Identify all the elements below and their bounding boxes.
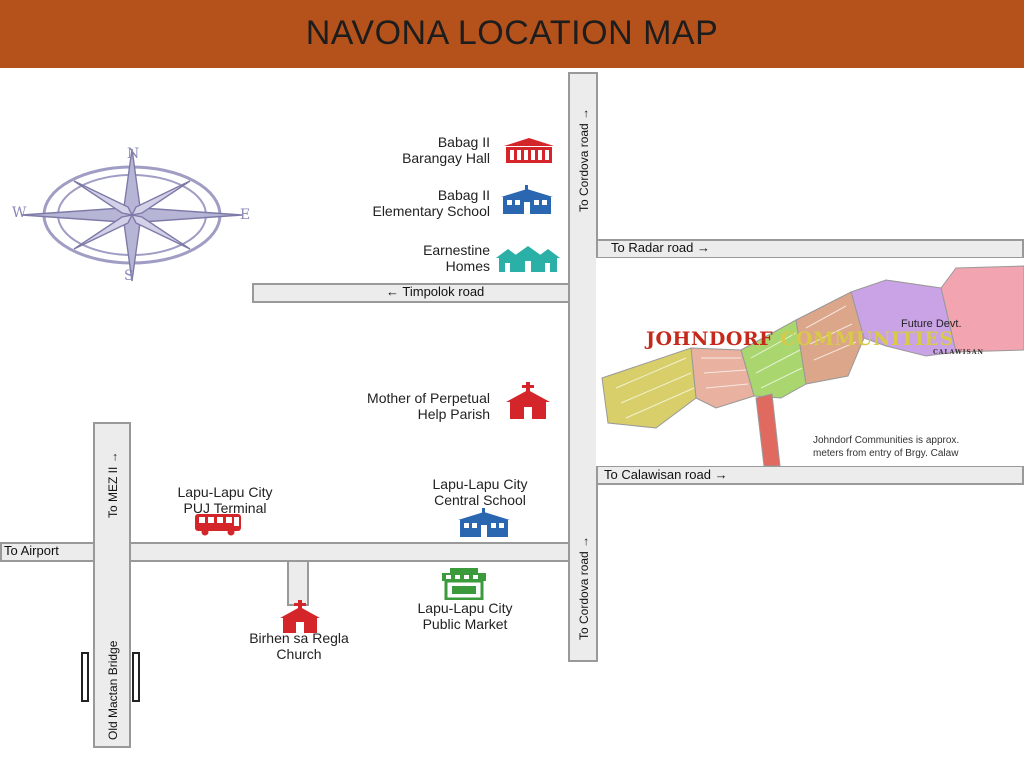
brand-part1: JOHNDORF: [646, 328, 781, 350]
note-line: meters from entry of Brgy. Calaw: [813, 448, 959, 459]
inset-brand: JOHNDORF COMMUNITIES: [646, 328, 954, 350]
central-school-label: Lapu-Lapu City Central School: [395, 476, 565, 508]
road-timpolok: [252, 283, 570, 303]
cordova-bottom-label: To Cordova road →: [577, 536, 591, 640]
compass-s: S: [124, 268, 134, 284]
building-icon: [504, 138, 554, 163]
school-icon: [458, 508, 510, 537]
calawisan-road-text: To Calawisan road: [604, 467, 711, 482]
label-line: Central School: [434, 492, 526, 508]
elem-school-label: Babag II Elementary School: [300, 187, 490, 219]
label-line: Help Parish: [417, 406, 490, 422]
bridge-text: Old Mactan Bridge: [106, 640, 120, 740]
cordova-bottom-text: To Cordova road: [577, 551, 591, 640]
label-line: Earnestine: [423, 242, 490, 258]
compass-rose-icon: [21, 148, 243, 282]
calawisan-road-label: To Calawisan road →: [604, 468, 728, 482]
compass-e: E: [240, 207, 251, 223]
bridge-rail-left: [81, 652, 89, 702]
compass-n: N: [127, 146, 140, 162]
label-line: Babag II: [437, 187, 490, 203]
timpolok-road-label: ← Timpolok road: [386, 285, 484, 299]
airport-road-label: To Airport: [4, 544, 59, 558]
label-line: Birhen sa Regla: [249, 630, 349, 646]
compass-w: W: [12, 205, 27, 221]
page-title: NAVONA LOCATION MAP: [305, 14, 719, 52]
road-mez: [93, 422, 131, 748]
airport-road-text: To Airport: [4, 543, 59, 558]
label-line: Elementary School: [372, 203, 490, 219]
arrow-right-icon: →: [697, 240, 711, 255]
label-line: Lapu-Lapu City: [177, 484, 273, 500]
arrow-right-icon: →: [714, 467, 728, 482]
road-calawisan: [596, 465, 1024, 485]
label-line: Church: [276, 646, 322, 662]
label-line: PUJ Terminal: [183, 500, 267, 516]
school-icon: [501, 185, 553, 214]
arrow-up-icon: →: [577, 107, 591, 120]
market-icon: [442, 568, 486, 600]
arrow-up-icon: →: [577, 535, 591, 548]
site-plan-map: [601, 265, 1024, 466]
bridge-rail-right: [132, 652, 140, 702]
inset-note: Johndorf Communities is approx. meters f…: [813, 434, 959, 460]
puj-label: Lapu-Lapu City PUJ Terminal: [140, 484, 310, 516]
arrow-up-icon: →: [106, 451, 120, 464]
brand-part2: COMMUNITIES: [780, 328, 954, 350]
regla-label: Birhen sa Regla Church: [214, 630, 384, 662]
inset-brand-sub: CALAWISAN: [933, 349, 985, 356]
label-line: Lapu-Lapu City: [417, 600, 513, 616]
church-icon: [280, 600, 320, 633]
mez-road-label: To MEZ II →: [106, 451, 120, 518]
future-devt-label: Future Devt.: [901, 318, 962, 330]
cordova-top-label: To Cordova road →: [577, 108, 591, 212]
barangay-hall-label: Babag II Barangay Hall: [320, 134, 490, 166]
site-plan-inset: JOHNDORF COMMUNITIES CALAWISAN Future De…: [596, 258, 1024, 466]
label-line: Public Market: [422, 616, 508, 632]
road-airport: [0, 542, 570, 562]
label-line: Barangay Hall: [402, 150, 490, 166]
timpolok-road-text: Timpolok road: [402, 284, 485, 299]
label-line: Homes: [445, 258, 490, 274]
radar-road-label: To Radar road →: [611, 241, 710, 255]
houses-icon: [496, 246, 560, 272]
cordova-top-text: To Cordova road: [577, 123, 591, 212]
header-bar: [0, 0, 1024, 68]
radar-road-text: To Radar road: [611, 240, 694, 255]
parish-label: Mother of Perpetual Help Parish: [280, 390, 490, 422]
bus-icon: [195, 514, 241, 536]
note-line: Johndorf Communities is approx.: [813, 435, 960, 446]
label-line: Lapu-Lapu City: [432, 476, 528, 492]
mez-road-text: To MEZ II: [106, 466, 120, 518]
earnestine-label: Earnestine Homes: [320, 242, 490, 274]
label-line: Mother of Perpetual: [367, 390, 490, 406]
bridge-label: Old Mactan Bridge: [106, 641, 120, 740]
church-icon: [506, 382, 550, 419]
label-line: Babag II: [437, 134, 490, 150]
market-label: Lapu-Lapu City Public Market: [380, 600, 550, 632]
arrow-left-icon: ←: [386, 284, 399, 299]
